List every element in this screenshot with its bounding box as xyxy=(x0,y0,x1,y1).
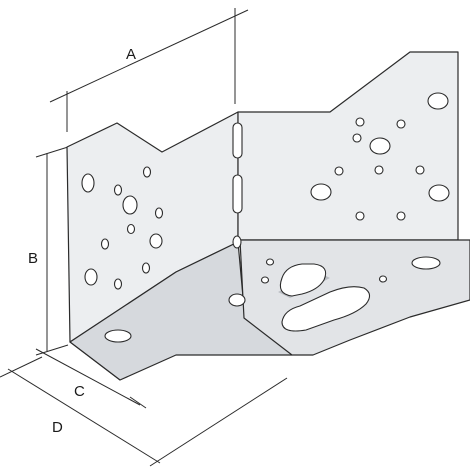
hole xyxy=(352,133,362,143)
hole xyxy=(84,268,98,286)
hole xyxy=(81,173,95,193)
hole xyxy=(374,165,384,175)
hole xyxy=(378,275,388,283)
hole xyxy=(369,137,391,155)
hole xyxy=(113,278,123,290)
hole xyxy=(265,258,275,266)
right-flange-holes xyxy=(310,92,450,221)
hole xyxy=(355,117,365,127)
dimension-d-line xyxy=(7,368,161,464)
dimension-b-extension-bottom xyxy=(35,344,69,356)
hole xyxy=(142,166,152,178)
slot xyxy=(281,286,371,332)
hole xyxy=(149,233,163,249)
hole xyxy=(126,223,136,235)
hole xyxy=(141,262,151,274)
dimension-d-extension-left xyxy=(0,356,43,378)
hole xyxy=(411,256,441,270)
dimension-a-label: A xyxy=(126,46,136,63)
bend-slots xyxy=(232,122,243,249)
hole xyxy=(260,276,270,284)
hole xyxy=(334,166,344,176)
slot xyxy=(232,122,243,159)
base-plate-holes xyxy=(104,293,246,343)
hole xyxy=(100,238,110,250)
dimension-c: C xyxy=(35,348,147,409)
dimension-c-extension xyxy=(129,396,147,409)
hole xyxy=(355,211,365,221)
dimension-d-extension-right xyxy=(149,377,288,467)
dimension-b-label: B xyxy=(28,250,38,267)
dimension-a-line xyxy=(49,9,249,103)
slot xyxy=(279,263,327,297)
gusset-holes xyxy=(260,256,441,332)
dimension-d: D xyxy=(0,356,288,467)
dimension-d-label: D xyxy=(52,419,63,436)
dimension-a: A xyxy=(49,8,249,132)
hole xyxy=(122,195,138,215)
dimension-c-label: C xyxy=(74,383,85,400)
base-edge-line xyxy=(69,341,121,381)
hole xyxy=(428,184,450,202)
slot xyxy=(232,174,243,214)
dimension-b-extension-top xyxy=(35,146,69,158)
dimension-c-line xyxy=(35,348,141,406)
hole xyxy=(396,211,406,221)
hole xyxy=(154,207,164,219)
hole xyxy=(113,184,123,196)
hole xyxy=(427,92,449,110)
hole xyxy=(415,165,425,175)
hole xyxy=(104,329,132,343)
dimension-b: B xyxy=(28,146,69,356)
hole xyxy=(396,119,406,129)
left-flange-holes xyxy=(81,166,164,290)
right-vertical-flange xyxy=(237,51,459,241)
hole xyxy=(228,293,246,307)
slot xyxy=(232,235,242,249)
hole xyxy=(310,183,332,201)
